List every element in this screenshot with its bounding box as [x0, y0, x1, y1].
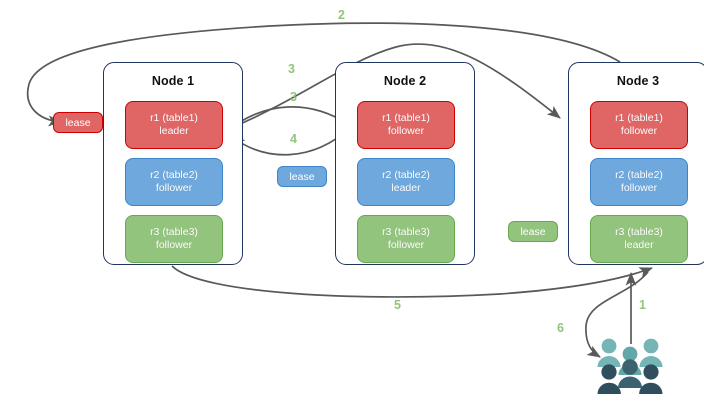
replica-name: r2 (table2) — [150, 169, 198, 181]
replica-name: r3 (table3) — [382, 226, 430, 238]
replica-name: r3 (table3) — [615, 226, 663, 238]
replica-chip-node2-r3[interactable]: r3 (table3) follower — [357, 215, 455, 263]
replica-name: r3 (table3) — [150, 226, 198, 238]
step-label-4: 4 — [290, 132, 297, 146]
people-group-icon — [597, 338, 663, 394]
step-label-1: 1 — [639, 298, 646, 312]
replica-chip-node3-r1[interactable]: r1 (table1) follower — [590, 101, 688, 149]
replica-chip-node1-r3[interactable]: r3 (table3) follower — [125, 215, 223, 263]
replica-role: leader — [391, 182, 421, 194]
lease-chip-r1[interactable]: lease — [53, 112, 103, 133]
replica-name: r2 (table2) — [615, 169, 663, 181]
step-label-3b: 3 — [290, 90, 297, 104]
lease-chip-r3[interactable]: lease — [508, 221, 558, 242]
replica-chip-node1-r1[interactable]: r1 (table1) leader — [125, 101, 223, 149]
replica-role: follower — [620, 125, 658, 137]
replica-name: r2 (table2) — [382, 169, 430, 181]
node-card-node3[interactable]: Node 3 r1 (table1) follower r2 (table2) … — [568, 62, 704, 265]
lease-chip-r2[interactable]: lease — [277, 166, 327, 187]
step-label-6: 6 — [557, 321, 564, 335]
replica-role: follower — [155, 239, 193, 251]
replica-role: follower — [387, 125, 425, 137]
replica-chip-node2-r2[interactable]: r2 (table2) leader — [357, 158, 455, 206]
replica-chip-node1-r2[interactable]: r2 (table2) follower — [125, 158, 223, 206]
replica-role: follower — [155, 182, 193, 194]
edge-step-3-upper — [225, 106, 349, 133]
step-label-3a: 3 — [288, 62, 295, 76]
replica-name: r1 (table1) — [150, 112, 198, 124]
replica-role: leader — [159, 125, 189, 137]
node-card-node2[interactable]: Node 2 r1 (table1) follower r2 (table2) … — [335, 62, 475, 265]
edge-step-5 — [171, 265, 653, 298]
step-label-5: 5 — [394, 298, 401, 312]
replica-name: r1 (table1) — [382, 112, 430, 124]
replica-chip-node3-r3[interactable]: r3 (table3) leader — [590, 215, 688, 263]
replica-role: follower — [620, 182, 658, 194]
node-title: Node 3 — [616, 74, 660, 88]
node-card-node1[interactable]: Node 1 r1 (table1) leader r2 (table2) fo… — [103, 62, 243, 265]
replica-role: follower — [387, 239, 425, 251]
node-title: Node 2 — [383, 74, 427, 88]
replica-chip-node2-r1[interactable]: r1 (table1) follower — [357, 101, 455, 149]
replica-role: leader — [624, 239, 654, 251]
replica-name: r1 (table1) — [615, 112, 663, 124]
node-title: Node 1 — [151, 74, 195, 88]
replica-chip-node3-r2[interactable]: r2 (table2) follower — [590, 158, 688, 206]
step-label-2: 2 — [338, 8, 345, 22]
